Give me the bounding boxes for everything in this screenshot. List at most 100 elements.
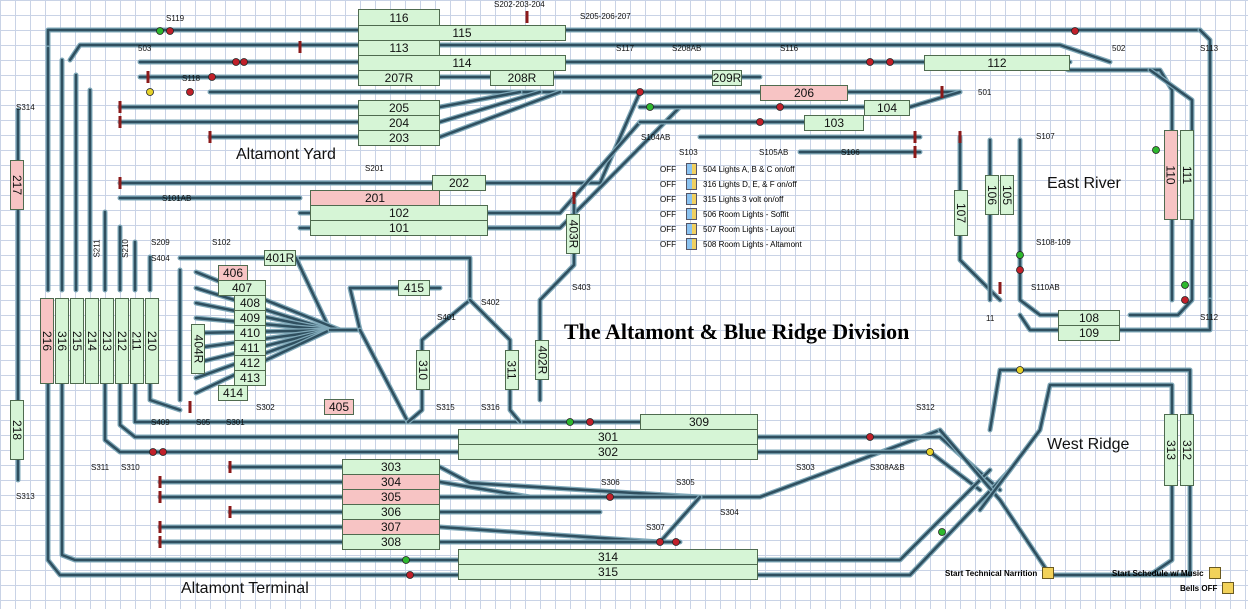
bumper-stop	[228, 506, 232, 518]
block-405[interactable]: 405	[324, 399, 354, 415]
block-111[interactable]: 111	[1180, 130, 1194, 220]
label-s304: S304	[720, 508, 739, 517]
block-409[interactable]: 409	[234, 310, 266, 326]
block-203[interactable]: 203	[358, 130, 440, 146]
block-115[interactable]: 115	[358, 25, 566, 41]
block-107[interactable]: 107	[954, 190, 968, 236]
block-212[interactable]: 212	[115, 298, 129, 384]
label-s310: S310	[121, 463, 140, 472]
block-302[interactable]: 302	[458, 444, 758, 460]
block-307[interactable]: 307	[342, 519, 440, 535]
label-s402: S402	[481, 298, 500, 307]
block-413[interactable]: 413	[234, 370, 266, 386]
block-312[interactable]: 312	[1180, 414, 1194, 486]
block-214[interactable]: 214	[85, 298, 99, 384]
block-408[interactable]: 408	[234, 295, 266, 311]
block-213[interactable]: 213	[100, 298, 114, 384]
button-icon	[1042, 567, 1055, 579]
block-114[interactable]: 114	[358, 55, 566, 71]
block-301[interactable]: 301	[458, 429, 758, 445]
bells-toggle-button[interactable]: Bells OFF	[1180, 582, 1235, 594]
block-315[interactable]: 315	[458, 564, 758, 580]
block-204[interactable]: 204	[358, 115, 440, 131]
block-102[interactable]: 102	[310, 205, 488, 221]
block-401R[interactable]: 401R	[264, 250, 296, 266]
label-501: 501	[978, 88, 992, 97]
block-407[interactable]: 407	[218, 280, 266, 296]
block-109[interactable]: 109	[1058, 325, 1120, 341]
track-rail	[133, 378, 642, 424]
block-314[interactable]: 314	[458, 549, 758, 565]
block-306[interactable]: 306	[342, 504, 440, 520]
signal-light-icon	[159, 448, 167, 456]
block-305[interactable]: 305	[342, 489, 440, 505]
label-s210: S210	[120, 239, 130, 258]
block-208R[interactable]: 208R	[490, 70, 554, 86]
signal-light-icon	[886, 58, 894, 66]
block-110[interactable]: 110	[1164, 130, 1178, 220]
track-rail	[358, 328, 410, 424]
block-211[interactable]: 211	[130, 298, 144, 384]
label-11: 11	[986, 314, 995, 323]
block-406[interactable]: 406	[218, 265, 248, 281]
block-402R[interactable]: 402R	[535, 340, 549, 380]
block-316[interactable]: 316	[55, 298, 69, 384]
bumper-stop	[913, 146, 917, 158]
start-technical-narration-button[interactable]: Start Technical Narrition	[945, 567, 1055, 579]
block-311[interactable]: 311	[505, 350, 519, 390]
bumper-stop	[228, 461, 232, 473]
block-308[interactable]: 308	[342, 534, 440, 550]
block-207R[interactable]: 207R	[358, 70, 440, 86]
block-410[interactable]: 410	[234, 325, 266, 341]
block-403R[interactable]: 403R	[566, 214, 580, 254]
block-313[interactable]: 313	[1164, 414, 1178, 486]
block-116[interactable]: 116	[358, 9, 440, 26]
block-209R[interactable]: 209R	[712, 70, 742, 86]
block-414[interactable]: 414	[218, 385, 248, 401]
block-205[interactable]: 205	[358, 100, 440, 116]
block-101[interactable]: 101	[310, 220, 488, 236]
label-s104ab: S104AB	[641, 133, 671, 142]
button-icon	[1222, 582, 1235, 594]
block-105[interactable]: 105	[1000, 175, 1014, 215]
block-103[interactable]: 103	[804, 115, 864, 131]
block-303[interactable]: 303	[342, 459, 440, 475]
track-rail	[1148, 484, 1174, 577]
label-s404: S404	[151, 254, 170, 263]
block-210[interactable]: 210	[145, 298, 159, 384]
block-202[interactable]: 202	[432, 175, 486, 191]
label-s311: S311	[91, 463, 110, 472]
block-415[interactable]: 415	[398, 280, 430, 296]
signal-light-icon	[866, 433, 874, 441]
block-108[interactable]: 108	[1058, 310, 1120, 326]
label-s208ab: S208AB	[672, 44, 702, 53]
track-rail	[46, 378, 460, 577]
block-112[interactable]: 112	[924, 55, 1070, 71]
block-216[interactable]: 216	[40, 298, 54, 384]
label-s103: S103	[679, 148, 698, 157]
block-411[interactable]: 411	[234, 340, 266, 356]
block-404R[interactable]: 404R	[191, 324, 205, 374]
block-217[interactable]: 217	[10, 160, 24, 210]
block-218[interactable]: 218	[10, 400, 24, 460]
block-201[interactable]: 201	[310, 190, 440, 206]
block-206[interactable]: 206	[760, 85, 848, 101]
signal-light-icon	[646, 103, 654, 111]
track-rail	[118, 378, 460, 439]
start-schedule-music-button[interactable]: Start Schedule w/ Music	[1112, 567, 1221, 579]
block-310[interactable]: 310	[416, 350, 430, 390]
block-304[interactable]: 304	[342, 474, 440, 490]
block-113[interactable]: 113	[358, 40, 440, 56]
block-106[interactable]: 106	[985, 175, 999, 215]
block-309[interactable]: 309	[640, 414, 758, 430]
block-215[interactable]: 215	[70, 298, 84, 384]
block-104[interactable]: 104	[864, 100, 910, 116]
block-412[interactable]: 412	[234, 355, 266, 371]
signal-light-icon	[938, 528, 946, 536]
